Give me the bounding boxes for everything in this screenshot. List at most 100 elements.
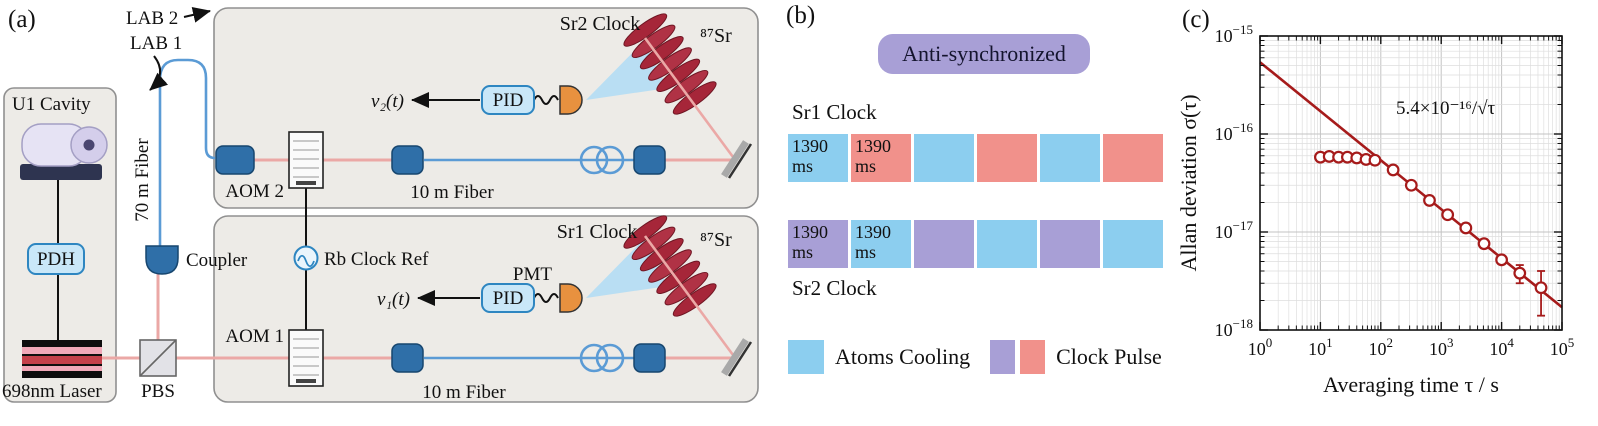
fiber-10m-bottom-label: 10 m Fiber — [422, 382, 506, 403]
atoms-cooling-segment — [977, 220, 1037, 268]
fiber-coil-icon — [595, 145, 625, 175]
coupler-label: Coupler — [186, 250, 248, 271]
optical-fibers — [158, 58, 636, 373]
atoms-cooling-segment — [1040, 134, 1100, 182]
atoms-cooling-segment — [914, 134, 974, 182]
signal-squiggle-bottom — [533, 293, 559, 303]
sr87-top-label: ⁸⁷Sr — [700, 25, 732, 47]
data-point — [1495, 253, 1509, 267]
pid-label-top: PID — [493, 90, 524, 111]
nu2-label: ν₂(t) — [371, 91, 404, 112]
fiber-10m-top-label: 10 m Fiber — [410, 182, 494, 203]
laser-label: 698nm Laser — [2, 381, 102, 402]
clock-pulse-segment — [1103, 134, 1163, 182]
mirror-icon-bottom — [721, 338, 753, 377]
pbs-icon — [139, 339, 177, 377]
pdh-label: PDH — [37, 249, 75, 270]
legend-swatch-sr1_pulse — [1020, 340, 1046, 374]
data-point — [1404, 178, 1418, 192]
tick-label: 101 — [1308, 335, 1333, 359]
sr1-row-label: Sr1 Clock — [792, 100, 877, 124]
tick-label: 100 — [1248, 335, 1273, 359]
pmt-label: PMT — [513, 264, 552, 285]
laser-beams — [102, 158, 732, 360]
collimator-icon — [215, 145, 255, 175]
sr2-clock-title: Sr2 Clock — [560, 13, 641, 35]
lab1-arrow — [149, 55, 169, 91]
sr1-clock-title: Sr1 Clock — [557, 221, 638, 243]
data-point — [1386, 163, 1400, 177]
data-point — [1477, 237, 1491, 251]
lab2-arrow — [183, 7, 211, 23]
data-point — [1368, 153, 1382, 167]
plot-ticks — [1259, 35, 1563, 331]
plot-frame — [1259, 35, 1563, 331]
fiber-70m-label: 70 m Fiber — [132, 138, 153, 222]
u1-cavity-label: U1 Cavity — [12, 94, 91, 115]
tick-label: 10−18 — [1215, 316, 1253, 340]
pid-box-bottom — [481, 283, 535, 313]
tick-label: 103 — [1429, 335, 1454, 359]
legend-item: Atoms Cooling — [788, 340, 970, 374]
legend-swatch-cooling — [788, 340, 824, 374]
anti-synchronized-badge: Anti-synchronized — [878, 34, 1090, 74]
fiber-coil-icon — [595, 343, 625, 373]
tick-label: 104 — [1489, 335, 1514, 359]
legend-item: Clock Pulse — [990, 340, 1162, 374]
tick-label: 10−17 — [1215, 218, 1254, 242]
atoms-cooling-segment — [1103, 220, 1163, 268]
sr2-row-label: Sr2 Clock — [792, 276, 877, 300]
fiber-coil-icon — [579, 145, 609, 175]
plot-content — [1259, 61, 1563, 317]
laser-icon — [22, 340, 102, 378]
aom2-icon — [288, 131, 324, 189]
data-point — [1441, 208, 1455, 222]
sr87-bottom-label: ⁸⁷Sr — [700, 229, 732, 251]
sr-lattice-icon-bottom — [623, 215, 717, 317]
rb-clock-label: Rb Clock Ref — [324, 249, 429, 270]
pmt-icon — [559, 283, 583, 313]
photodiode-icon-top — [559, 85, 583, 115]
clock-pulse-segment — [977, 134, 1037, 182]
clock-pulse-segment: 1390 ms — [851, 134, 911, 182]
panel-a-label: (a) — [8, 6, 36, 33]
signal-squiggle-top — [533, 95, 559, 105]
pid-box-top — [481, 85, 535, 115]
data-point — [1513, 266, 1527, 280]
atoms-cooling-segment: 1390 ms — [851, 220, 911, 268]
tick-label: 105 — [1550, 335, 1575, 359]
data-point — [1459, 221, 1473, 235]
tick-label: 10−16 — [1215, 120, 1254, 144]
collimator-icon — [391, 343, 424, 373]
legend-label: Clock Pulse — [1056, 344, 1162, 369]
collimator-icon — [633, 145, 666, 175]
x-axis-label: Averaging time τ / s — [1323, 372, 1499, 397]
fiber-coupler-icon — [145, 245, 179, 275]
clock-pulse-segment — [914, 220, 974, 268]
y-axis-label: Allan deviation σ(τ) — [1178, 94, 1201, 271]
panel-c-label: (c) — [1182, 6, 1210, 33]
lattice-beams — [643, 37, 735, 356]
data-point — [1534, 281, 1548, 295]
lab1-label: LAB 1 — [130, 33, 182, 54]
sr-lattice-icon-top — [623, 13, 717, 115]
timing-legend: Atoms Cooling Clock Pulse — [788, 340, 1162, 374]
panel-b-label: (b) — [786, 2, 816, 29]
pid-label-bottom: PID — [493, 288, 524, 309]
legend-swatch-sr2_pulse — [990, 340, 1016, 374]
clock-pulse-segment: 1390 ms — [788, 220, 848, 268]
data-point — [1423, 194, 1436, 207]
aom2-label: AOM 2 — [225, 181, 284, 202]
aom1-label: AOM 1 — [225, 326, 284, 347]
panel-a-setup-diagram: PDH PID ν₂(t) PID ν₁(t) PMT LAB 2 LAB 1 … — [2, 6, 759, 403]
fiber-coil-icon — [579, 343, 609, 373]
mirror-icon-top — [721, 140, 753, 179]
fiber-collimators — [215, 145, 666, 373]
collimator-icon — [633, 343, 666, 373]
cavity-render-icon — [20, 123, 108, 180]
